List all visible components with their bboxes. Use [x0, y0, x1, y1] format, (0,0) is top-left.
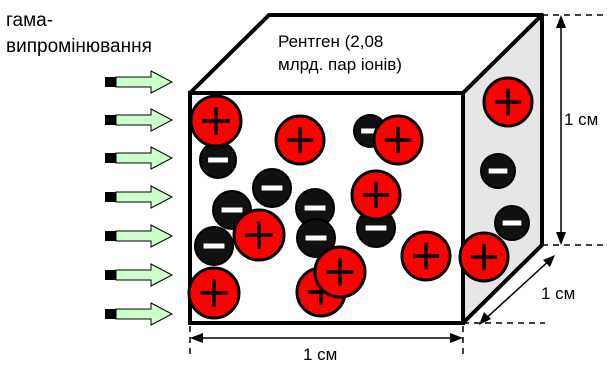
negative-ion [194, 226, 234, 266]
negative-ion [252, 168, 292, 208]
positive-ion [400, 230, 452, 282]
xray-label: Рентген (2,08 млрд. пар іонів) [278, 30, 402, 76]
depth-dimension-label: 1 см [541, 284, 576, 303]
negative-ion [296, 218, 336, 258]
xray-label-line-1: Рентген (2,08 [278, 32, 384, 51]
positive-ion [274, 114, 326, 166]
negative-ion [295, 188, 335, 228]
positive-ion [350, 169, 402, 221]
positive-ion [232, 208, 286, 262]
height-dimension-label: 1 см [564, 110, 599, 129]
xray-label-line-2: млрд. пар іонів) [278, 55, 402, 74]
positive-ion [372, 114, 424, 166]
positive-ion [458, 231, 510, 283]
gamma-arrow [105, 185, 174, 209]
gamma-arrow [105, 108, 174, 132]
gamma-arrow [105, 224, 174, 248]
positive-ion [189, 94, 243, 148]
positive-ion [313, 245, 367, 299]
gamma-label-line-1: гама- [6, 10, 54, 31]
gamma-arrow [105, 146, 174, 170]
gamma-arrow [105, 263, 174, 287]
negative-ion [494, 205, 530, 241]
negative-ion [199, 141, 237, 179]
dimension-lines [189, 14, 606, 358]
width-dimension-label: 1 см [303, 345, 338, 364]
positive-ion [187, 266, 241, 320]
gamma-label-line-2: випромінювання [6, 36, 152, 57]
gamma-arrow [105, 70, 174, 94]
gamma-arrow [105, 302, 174, 326]
negative-ion [480, 153, 516, 189]
gamma-radiation-label: гама- випромінювання [6, 8, 152, 60]
positive-ion [482, 76, 534, 128]
